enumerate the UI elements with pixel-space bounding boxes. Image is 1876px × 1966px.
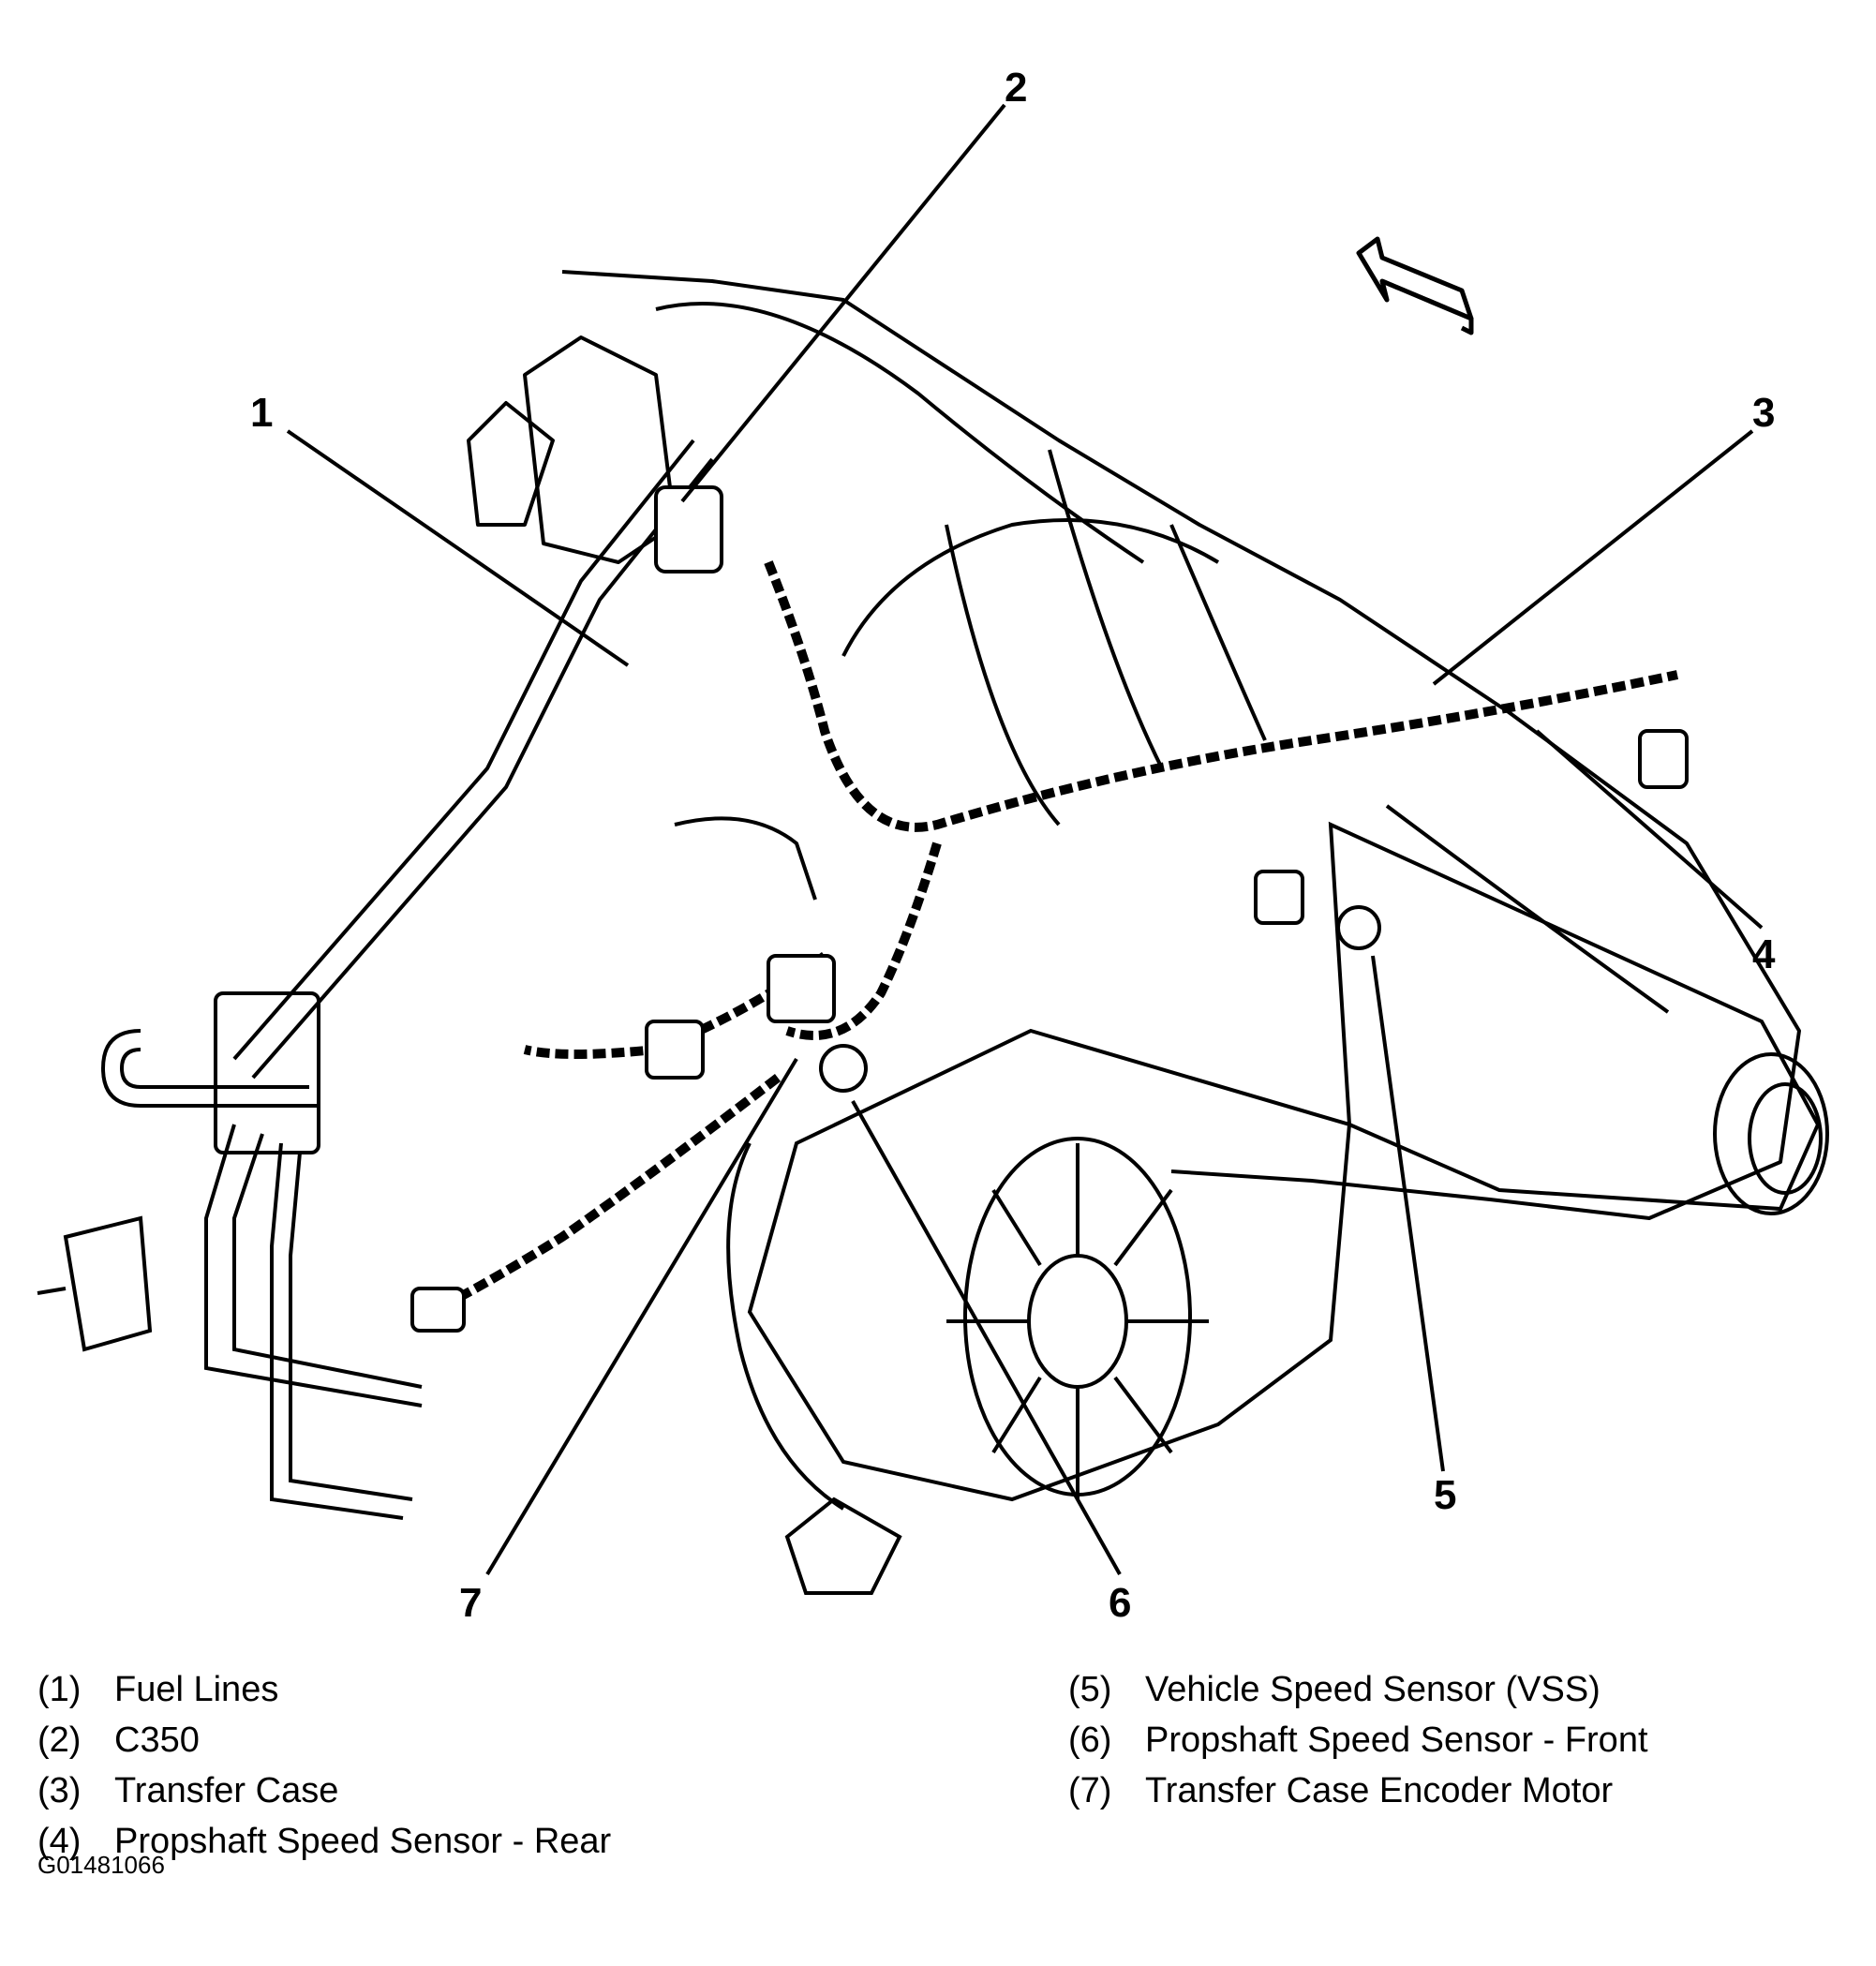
legend-item-2: (2) C350 (37, 1719, 200, 1762)
leader-line-4 (1535, 729, 1764, 930)
leader-line-1 (286, 429, 630, 667)
callout-2: 2 (1005, 65, 1027, 111)
legend-num: (5) (1068, 1670, 1112, 1709)
legend-num: (1) (37, 1670, 82, 1709)
harness-connector (645, 1020, 705, 1080)
fuel-line-connector (410, 1287, 466, 1333)
legend-label: Transfer Case (114, 1771, 339, 1810)
vss-sensor (1336, 905, 1381, 950)
legend-item-3: (3) Transfer Case (37, 1769, 338, 1812)
legend-num: (7) (1068, 1771, 1112, 1810)
callout-7: 7 (459, 1580, 482, 1626)
legend-num: (6) (1068, 1720, 1112, 1760)
transmission-housing (467, 270, 1801, 1220)
callout-3: 3 (1752, 390, 1775, 436)
encoder-motor-connector (767, 954, 836, 1023)
legend-label: Fuel Lines (114, 1670, 279, 1709)
wiring-harness (428, 560, 1679, 1317)
callout-1: 1 (250, 390, 273, 436)
legend-num: (4) (37, 1822, 82, 1861)
front-speed-sensor (819, 1044, 868, 1093)
connectors (410, 485, 1689, 1333)
legend-label: Propshaft Speed Sensor - Front (1145, 1720, 1648, 1760)
callout-4: 4 (1752, 931, 1776, 977)
legend-num: (2) (37, 1720, 82, 1760)
leader-lines (286, 103, 1764, 1576)
legend-item-1: (1) Fuel Lines (37, 1668, 278, 1711)
legend-label: Propshaft Speed Sensor - Rear (114, 1822, 612, 1861)
figure-id: G01481066 (37, 1851, 165, 1879)
legend-num: (3) (37, 1771, 82, 1810)
callout-6: 6 (1109, 1580, 1131, 1626)
c350-connector (654, 485, 723, 573)
rear-speed-sensor-connector (1638, 729, 1689, 789)
callout-numbers: 2 1 3 4 5 6 7 (250, 65, 1776, 1626)
legend-label: C350 (114, 1720, 200, 1760)
legend-label: Vehicle Speed Sensor (VSS) (1145, 1670, 1601, 1709)
leader-line-6 (851, 1100, 1122, 1575)
legend-item-7: (7) Transfer Case Encoder Motor (1068, 1769, 1613, 1812)
legend-label: Transfer Case Encoder Motor (1145, 1771, 1614, 1810)
vss-connector (1254, 870, 1304, 925)
callout-5: 5 (1434, 1472, 1456, 1518)
legend-item-5: (5) Vehicle Speed Sensor (VSS) (1068, 1668, 1601, 1711)
leader-line-7 (485, 1057, 798, 1576)
front-direction-arrow-icon (1356, 236, 1474, 335)
transfer-case-body (726, 804, 1829, 1595)
legend-item-4: (4) Propshaft Speed Sensor - Rear (37, 1820, 611, 1863)
fuel-lines-art (37, 439, 714, 1520)
leader-line-2 (680, 103, 1006, 503)
leader-line-5 (1371, 955, 1445, 1472)
leader-line-3 (1432, 429, 1754, 686)
legend-item-6: (6) Propshaft Speed Sensor - Front (1068, 1719, 1648, 1762)
